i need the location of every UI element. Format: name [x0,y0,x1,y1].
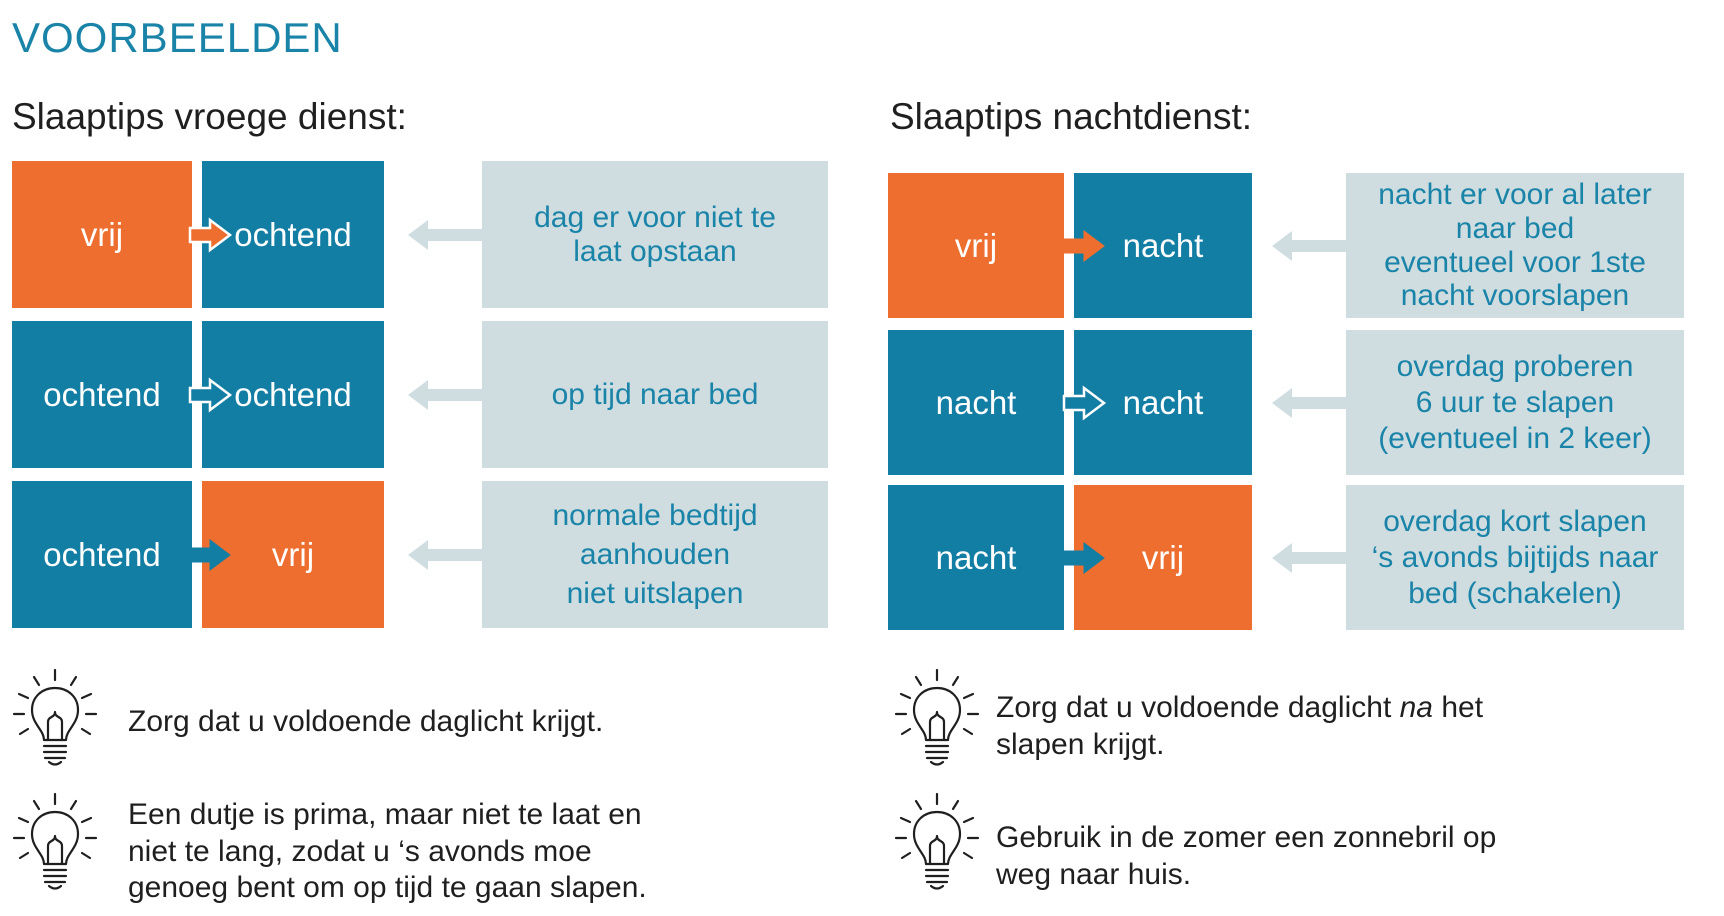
tip-text-line: Zorg dat u voldoende daglicht krijgt. [128,705,604,738]
right-row1-transition-arrow [1063,230,1105,262]
left-row3-transition-arrow [189,539,231,571]
right-row3-to-box: vrij [1074,485,1252,630]
lightbulb-icon [12,668,98,766]
lightbulb-icon [894,668,980,766]
left-row1-tip-box: dag er voor niet te laat opstaan [482,161,828,308]
tip-line: aanhouden [579,538,731,571]
tip-line: (eventueel in 2 keer) [1378,421,1652,455]
tip-line: nacht voorslapen [1400,279,1630,313]
page-title: VOORBEELDEN [12,14,343,61]
right-row2-tip-box: overdag proberen 6 uur te slapen (eventu… [1346,330,1684,475]
tip-line: overdag proberen [1396,349,1634,383]
tip-line: 6 uur te slapen [1415,385,1615,419]
right-bulb-tip-1: Zorg dat u voldoende daglicht na het sla… [996,690,1483,763]
left-row3-tip-box: normale bedtijd aanhouden niet uitslapen [482,481,828,628]
left-bulb-tip-1: Zorg dat u voldoende daglicht krijgt. [128,704,603,741]
right-row1-tip-box: nacht er voor al later naar bed eventuee… [1346,173,1684,318]
right-row1-pointer-arrow [1272,231,1346,261]
left-row1-from-box: vrij [12,161,192,308]
right-row1-from-box: vrij [888,173,1064,318]
tip-line: naar bed [1455,211,1575,245]
right-row3-tip-box: overdag kort slapen ‘s avonds bijtijds n… [1346,485,1684,630]
left-row2-transition-arrow [188,377,233,413]
lightbulb-icon [12,792,98,890]
tip-line: dag er voor niet te [534,200,776,234]
right-row2-pointer-arrow [1272,388,1346,418]
tip-line: overdag kort slapen [1383,504,1647,538]
tip-text-part: het [1432,691,1484,724]
right-row2-transition-arrow [1062,385,1107,421]
right-row3-pointer-arrow [1272,543,1346,573]
left-row1-pointer-arrow [408,220,482,250]
left-section-heading: Slaaptips vroege dienst: [12,96,407,137]
left-row2-tip-box: op tijd naar bed [482,321,828,468]
tip-text-emphasis: na [1399,691,1433,724]
tip-line: normale bedtijd [552,499,758,532]
left-row1-to-box: ochtend [202,161,384,308]
left-row2-from-box: ochtend [12,321,192,468]
tip-text-line: slapen krijgt. [996,727,1165,761]
right-row3-from-box: nacht [888,485,1064,630]
tip-text-line: Gebruik in de zomer een zonnebril op [996,821,1497,854]
tip-line: nacht er voor al later [1378,178,1652,212]
tip-text-line: Een dutje is prima, maar niet te laat en [128,798,642,831]
left-row3-from-box: ochtend [12,481,192,628]
tip-text-line: weg naar huis. [996,857,1192,891]
lightbulb-icon [894,792,980,890]
tip-line: ‘s avonds bijtijds naar [1371,540,1659,574]
tip-line: eventueel voor 1ste [1384,245,1646,279]
right-bulb-tip-2: Gebruik in de zomer een zonnebril op weg… [996,820,1496,893]
tip-text-line: Zorg dat u voldoende daglicht na het [996,690,1483,727]
tip-text-line: genoeg bent om op tijd te gaan slapen. [128,871,647,905]
right-row3-transition-arrow [1063,542,1105,574]
right-section-heading: Slaaptips nachtdienst: [890,96,1253,137]
tip-line: niet uitslapen [566,577,744,610]
tip-text-part: Zorg dat u voldoende daglicht [996,691,1400,724]
tip-line: op tijd naar bed [551,377,759,411]
tip-line: laat opstaan [573,234,737,268]
left-row1-transition-arrow [188,217,233,253]
tip-text-line: niet te lang, zodat u ‘s avonds moe [128,834,592,868]
left-row3-pointer-arrow [408,540,482,570]
left-row3-to-box: vrij [202,481,384,628]
left-row2-to-box: ochtend [202,321,384,468]
left-row2-pointer-arrow [408,380,482,410]
tip-line: bed (schakelen) [1408,576,1622,610]
left-bulb-tip-2: Een dutje is prima, maar niet te laat en… [128,797,647,907]
right-row2-from-box: nacht [888,330,1064,475]
